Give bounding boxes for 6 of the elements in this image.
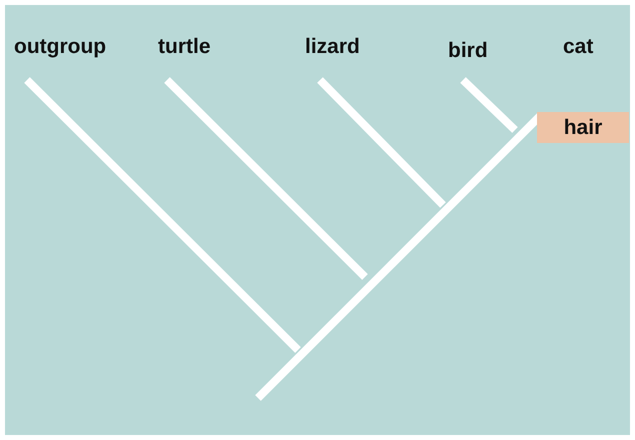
taxon-label: bird (448, 40, 488, 61)
taxon-label: lizard (305, 36, 360, 57)
taxon-label: turtle (158, 36, 210, 57)
trait-tag: hair (537, 112, 629, 143)
taxon-label: outgroup (14, 36, 106, 57)
taxon-label: cat (563, 36, 594, 57)
